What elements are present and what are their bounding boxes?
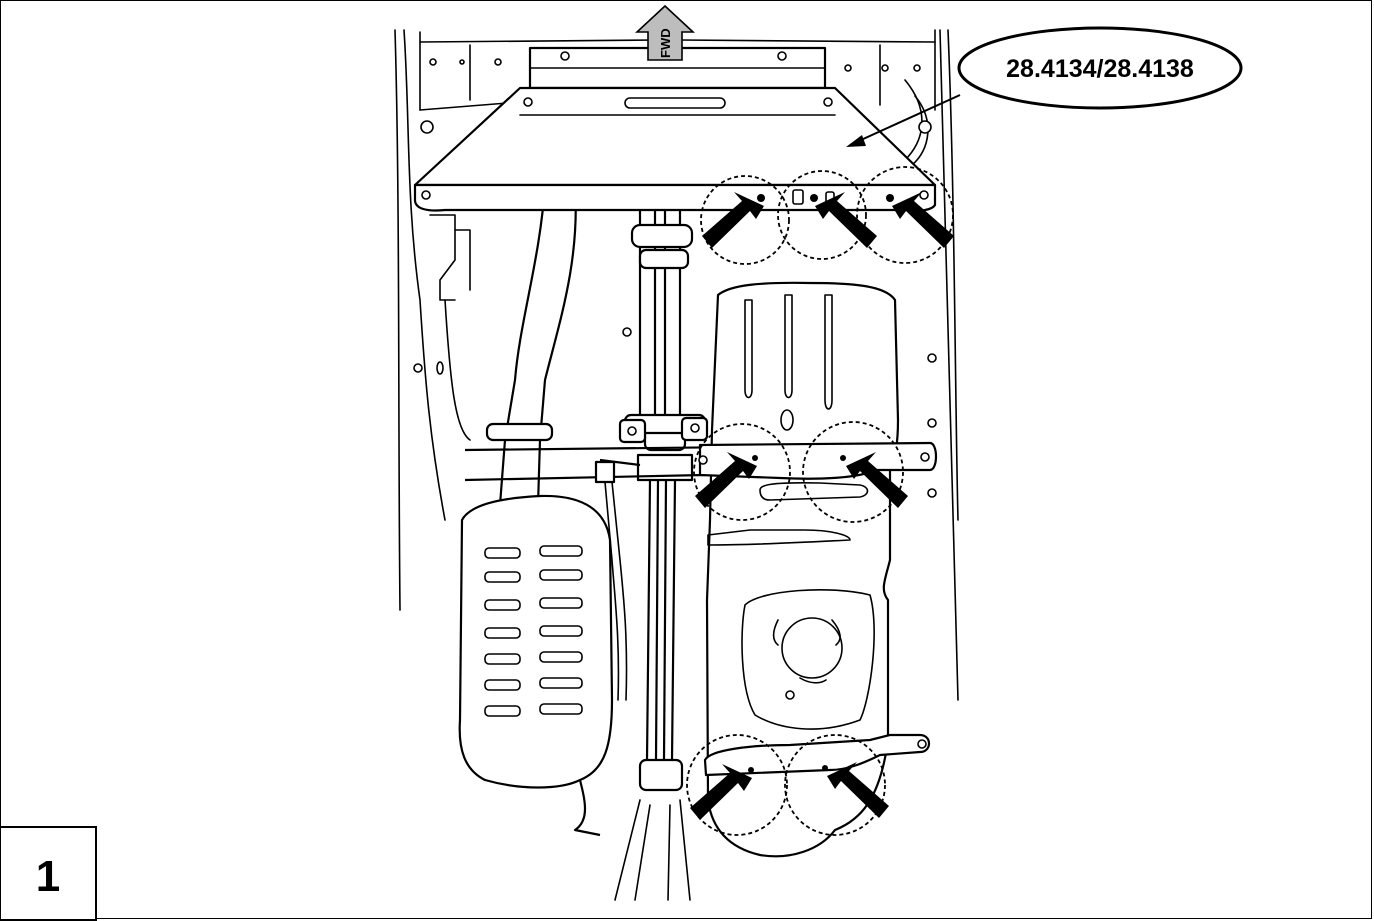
bolt xyxy=(810,194,818,202)
bolt xyxy=(748,767,754,773)
detail-circle-front-left xyxy=(700,175,790,265)
bolt-arrow xyxy=(892,192,954,248)
detail-circle-rear-left xyxy=(686,734,788,836)
bolt-arrow xyxy=(695,452,757,508)
step-number-box: 1 xyxy=(0,826,97,921)
bolt xyxy=(886,194,894,202)
exhaust-system xyxy=(458,184,614,837)
bolt-arrow xyxy=(827,762,889,818)
chassis-outline xyxy=(394,29,959,701)
bolts xyxy=(748,189,894,773)
bolt-arrow xyxy=(846,452,908,508)
detail-circle-front-right xyxy=(856,166,954,264)
detail-circle-front-center xyxy=(777,170,867,260)
bolt-arrows xyxy=(690,192,954,820)
side-holes xyxy=(413,327,937,498)
bolt xyxy=(752,455,758,461)
bolt xyxy=(822,765,828,771)
part-callout: 28.4134/28.4138 xyxy=(846,26,1243,147)
bolt-arrow xyxy=(690,764,752,820)
muffler-slots xyxy=(484,545,583,717)
fwd-label: FWD xyxy=(658,28,673,58)
part-label-ellipse xyxy=(957,26,1243,110)
fwd-arrow: FWD xyxy=(634,4,696,61)
detail-circle-middle-right xyxy=(802,421,904,523)
part-label: 28.4134/28.4138 xyxy=(1006,55,1194,83)
bolt xyxy=(840,455,846,461)
step-number: 1 xyxy=(35,851,61,901)
bolt-arrow xyxy=(702,192,764,248)
bolt-arrow xyxy=(815,192,877,248)
detail-circle-rear-right xyxy=(784,734,886,836)
detail-circles xyxy=(686,166,954,836)
bolt xyxy=(757,194,765,202)
detail-circle-middle-left xyxy=(693,423,791,521)
skid-plate xyxy=(413,46,937,212)
propeller-shaft xyxy=(614,193,707,901)
